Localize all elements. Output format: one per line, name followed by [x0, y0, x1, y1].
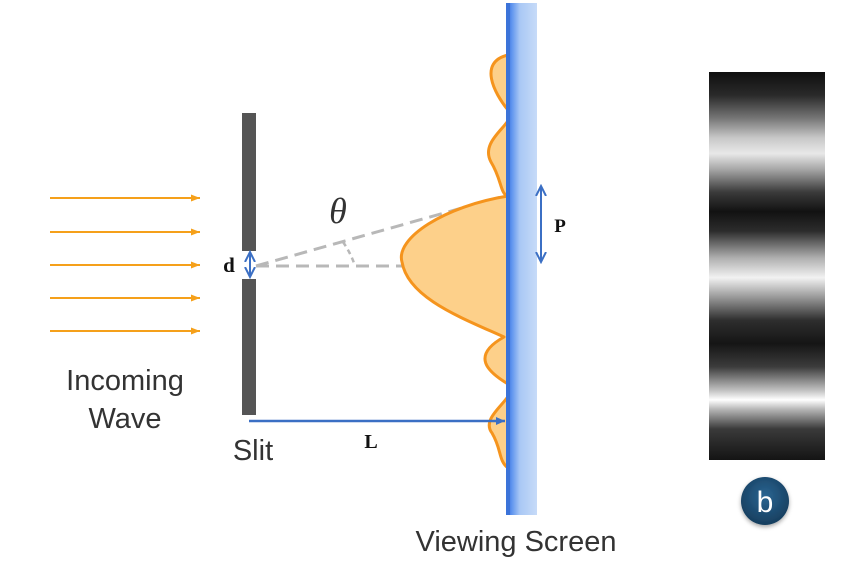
incoming-wave-arrows	[50, 194, 200, 335]
panel-badge-label: b	[757, 486, 774, 519]
viewing-screen-edge	[506, 3, 510, 515]
viewing-screen	[506, 3, 537, 515]
panel-badge	[741, 477, 789, 525]
distance-label: L	[364, 431, 377, 453]
intensity-profile	[399, 53, 513, 470]
slit-barrier-top	[242, 113, 256, 251]
slit-width-label: d	[223, 253, 235, 277]
incoming-wave-label-line2: Wave	[88, 403, 161, 435]
angle-label: θ	[329, 191, 347, 231]
slit-barrier-bottom	[242, 279, 256, 415]
slit-barrier	[242, 113, 256, 415]
fringe-pattern-image	[709, 72, 825, 460]
viewing-screen-label: Viewing Screen	[416, 526, 617, 558]
letter-b-circle-badge-icon	[741, 477, 789, 525]
angle-ray-dashed	[255, 193, 509, 268]
viewing-screen-body	[506, 3, 537, 515]
angle-arc	[341, 241, 357, 267]
slit-label: Slit	[233, 435, 273, 467]
period-label: P	[554, 216, 566, 237]
incoming-wave-label-line1: Incoming	[66, 365, 184, 397]
